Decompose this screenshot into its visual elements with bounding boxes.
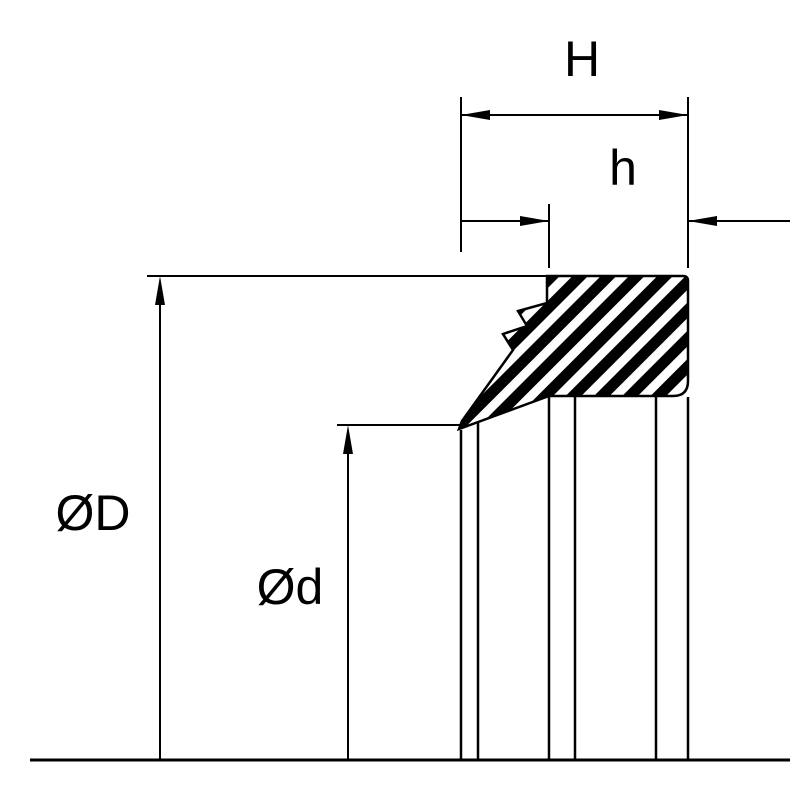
h-arrowhead-right (688, 216, 717, 226)
inner-diameter-arrowhead (343, 425, 353, 454)
seal-cross-section-hatched (456, 274, 690, 432)
dimension-label-outer-diameter: ØD (56, 485, 131, 541)
dimension-H: H (460, 31, 689, 268)
h-arrowhead-left (520, 216, 549, 226)
seal-profile (456, 274, 690, 432)
dimension-label-H: H (564, 31, 600, 87)
dimension-label-h: h (609, 140, 637, 196)
bore-and-groove-lines (459, 397, 690, 760)
dimension-label-inner-diameter: Ød (257, 559, 324, 615)
H-arrowhead-right (659, 110, 688, 120)
dimension-h: h (461, 140, 790, 268)
H-arrowhead-left (461, 110, 490, 120)
outer-diameter-arrowhead (155, 276, 165, 305)
dimension-inner-diameter: Ød (257, 424, 460, 760)
dimension-outer-diameter: ØD (56, 275, 547, 760)
